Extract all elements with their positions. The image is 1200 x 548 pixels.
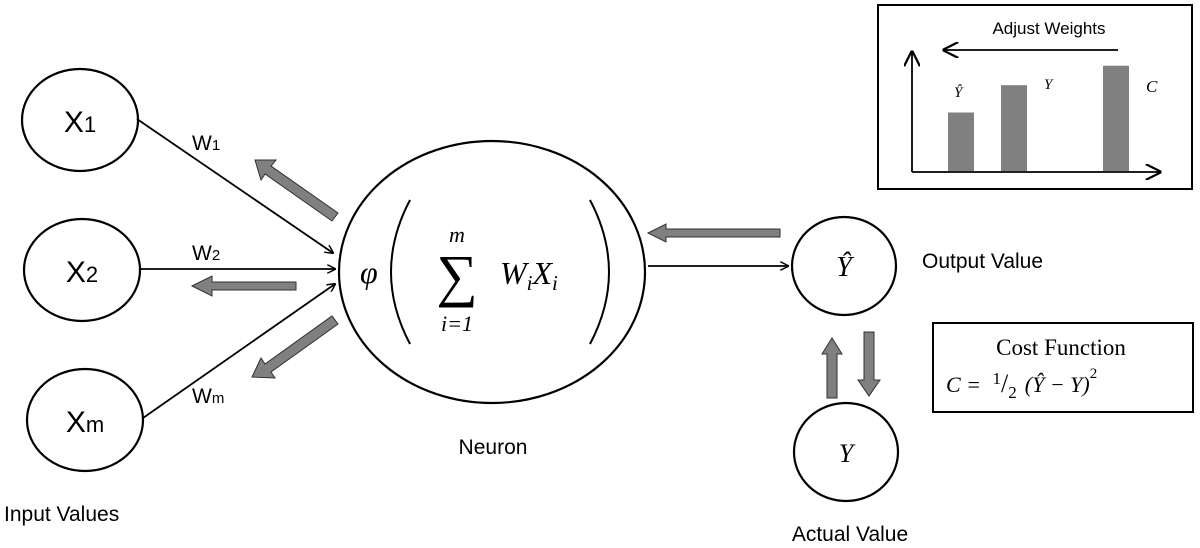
weight-m-sub: m [212, 390, 225, 407]
cost-body: (Ŷ − Y) [1025, 372, 1090, 397]
cost-half-slash: / [1001, 369, 1009, 398]
cost-function-formula: C = 1/2(Ŷ − Y)2 [946, 366, 1097, 402]
neuron-sum-upper: m [449, 222, 465, 247]
inset-chart-bar-c [1103, 65, 1129, 171]
output-node: Ŷ [790, 215, 898, 317]
neuron-term-x-sub: i [552, 271, 558, 295]
neuron-label: Neuron [459, 436, 528, 459]
neuron-term-x: X [531, 255, 554, 291]
cost-lhs: C = [946, 372, 981, 397]
input-node-1: X1 [20, 67, 140, 173]
input-2-letter: X [66, 256, 86, 289]
backprop-arrow-wm [251, 315, 339, 379]
neuron-left-paren [390, 199, 411, 345]
actual-node-symbol: Y [839, 439, 856, 468]
weight-1-sub: 1 [212, 137, 220, 154]
input-1-letter: X [64, 106, 84, 139]
output-node-symbol: Ŷ [836, 252, 855, 283]
neuron-phi: φ [360, 254, 378, 290]
neuron-node: φ m ∑ i=1 WiXi [337, 139, 647, 405]
neuron-term-w: W [500, 255, 530, 291]
backprop-arrow-output [646, 223, 781, 243]
weight-1-letter: W [192, 132, 212, 155]
inset-chart-bar-y [1001, 85, 1027, 171]
inset-chart-bar-yhat [948, 112, 974, 171]
neuron-sum-lower: i=1 [441, 311, 473, 336]
backprop-arrow-w2 [190, 275, 297, 297]
output-value-label: Output Value [922, 250, 1043, 273]
neuron-term: WiXi [500, 255, 558, 295]
actual-node: Y [792, 401, 900, 503]
input-2-sub: 2 [86, 262, 98, 287]
cost-exp: 2 [1090, 366, 1098, 382]
input-values-label: Input Values [4, 503, 119, 526]
neuron-sum-symbol: ∑ [436, 243, 477, 308]
backprop-arrow-w1 [254, 159, 339, 222]
edge-x1-neuron [136, 118, 333, 253]
arrow-actual-to-output [821, 337, 843, 399]
cost-function-box: Cost Function C = 1/2(Ŷ − Y)2 [932, 322, 1194, 413]
input-node-2: X2 [22, 217, 142, 323]
weight-label-m: Wm [192, 385, 224, 408]
input-1-sub: 1 [84, 112, 96, 137]
inset-chart-label-y: Y [1044, 77, 1054, 93]
inset-chart-title: Adjust Weights [992, 19, 1105, 38]
actual-value-label: Actual Value [792, 523, 908, 546]
inset-chart-label-c: C [1146, 77, 1158, 96]
svg-text:Xm: Xm [66, 406, 104, 439]
neuron-term-w-sub: i [527, 271, 533, 295]
input-node-m: Xm [25, 367, 145, 473]
weight-2-sub: 2 [212, 247, 220, 264]
weight-2-letter: W [192, 242, 212, 265]
arrow-output-to-actual [857, 331, 881, 397]
cost-half-num: 1 [993, 369, 1002, 388]
adjust-weights-chart: Adjust Weights Ŷ Y C [877, 4, 1193, 190]
edge-xm-neuron [142, 284, 335, 419]
input-m-letter: X [66, 406, 86, 439]
svg-text:X1: X1 [64, 106, 96, 139]
neuron-right-paren [589, 199, 610, 345]
weight-label-1: W1 [192, 132, 220, 155]
cost-half-den: 2 [1008, 383, 1017, 402]
svg-text:X2: X2 [66, 256, 98, 289]
cost-function-title: Cost Function [996, 335, 1126, 360]
weight-label-2: W2 [192, 242, 220, 265]
input-m-sub: m [86, 412, 104, 437]
inset-chart-label-yhat: Ŷ [954, 84, 964, 101]
weight-m-letter: W [192, 385, 212, 408]
